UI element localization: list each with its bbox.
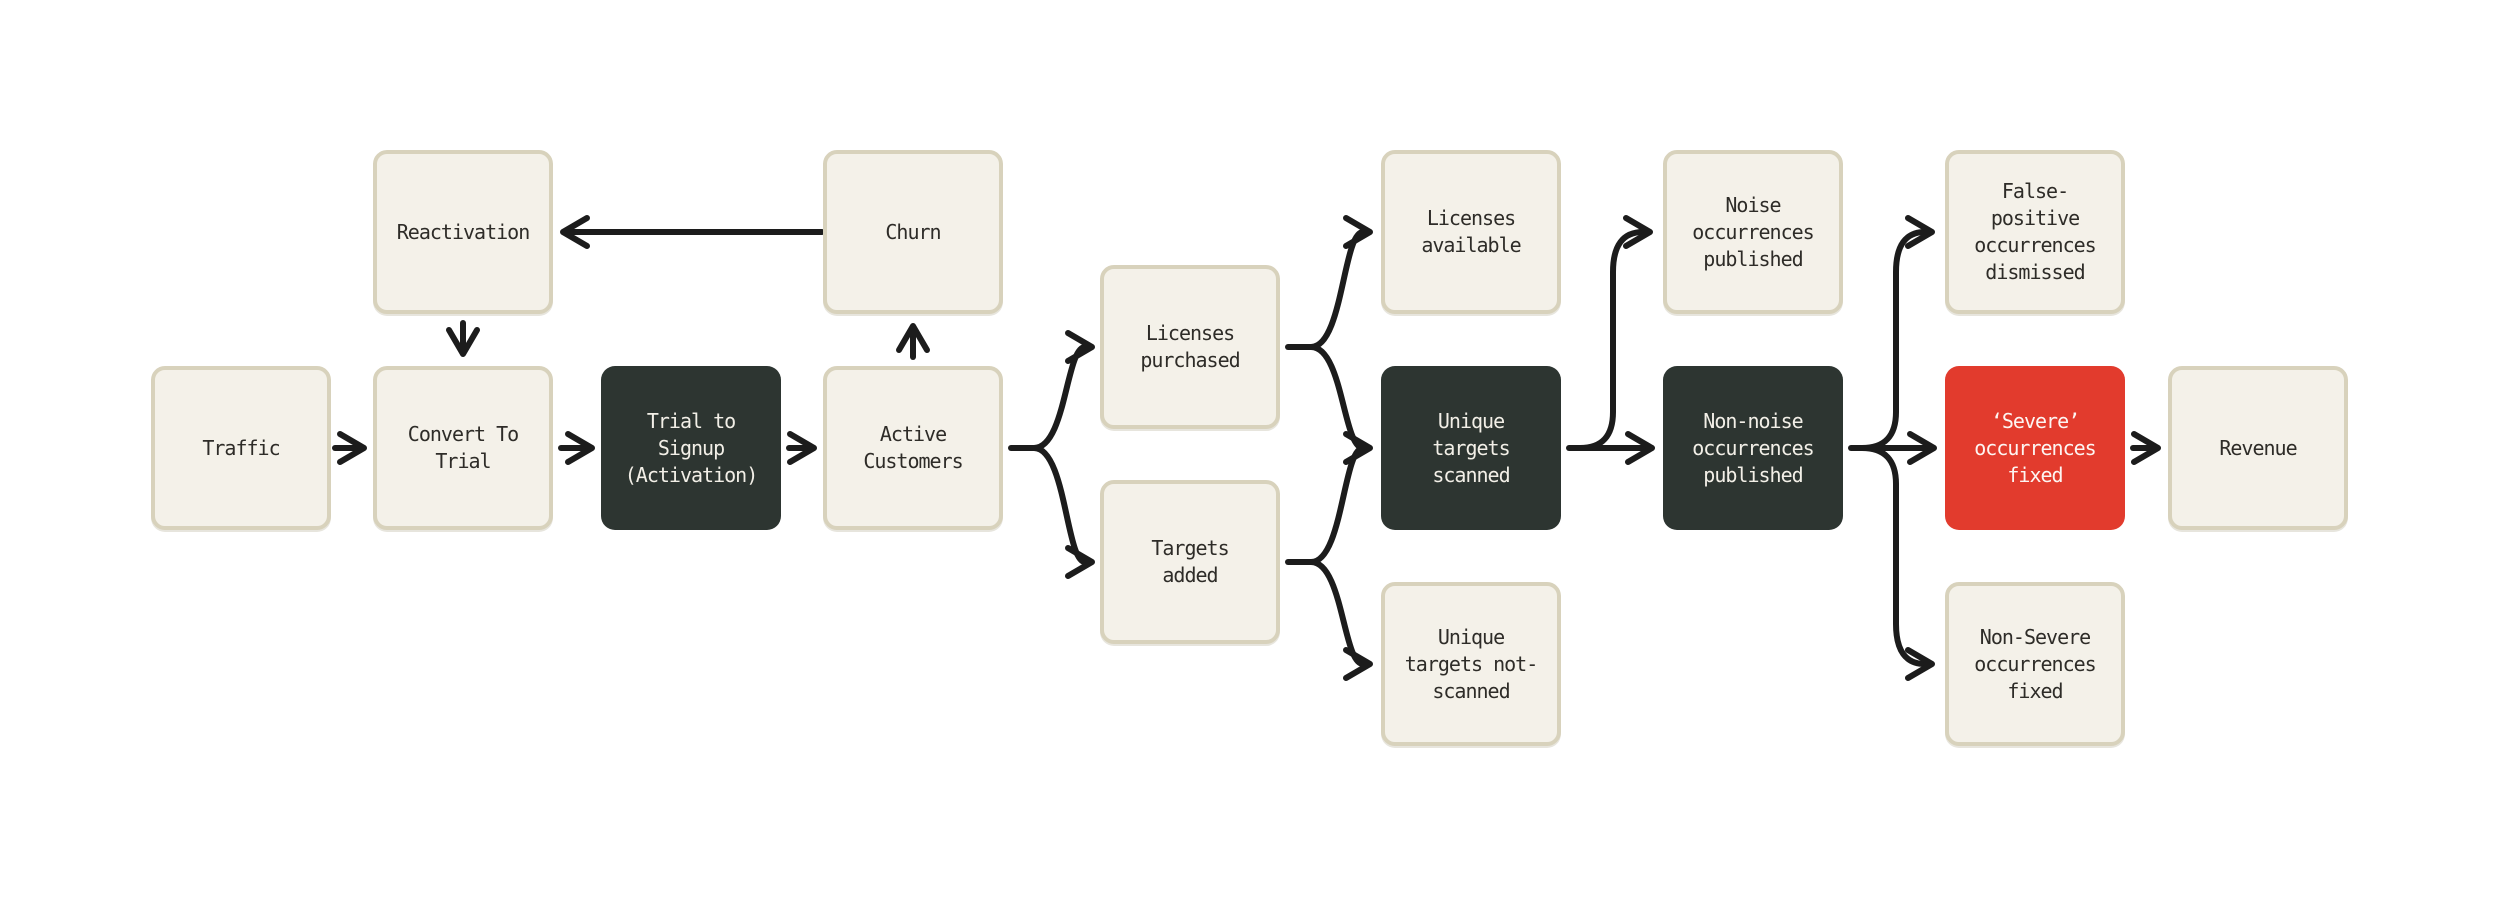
node-trial-to-signup-activation: Trial to Signup (Activation): [601, 366, 781, 530]
node-licenses-purchased: Licenses purchased: [1100, 265, 1280, 429]
node-false-positive-occurrences-dismissed: False- positive occurrences dismissed: [1945, 150, 2125, 314]
node-non-noise-occurrences-published: Non-noise occurrences published: [1663, 366, 1843, 530]
node-traffic: Traffic: [151, 366, 331, 530]
node-licenses-available: Licenses available: [1381, 150, 1561, 314]
node-targets-added: Targets added: [1100, 480, 1280, 644]
node-unique-targets-not-scanned: Unique targets not- scanned: [1381, 582, 1561, 746]
node-revenue: Revenue: [2168, 366, 2348, 530]
node-non-severe-occurrences-fixed: Non-Severe occurrences fixed: [1945, 582, 2125, 746]
node-unique-targets-scanned: Unique targets scanned: [1381, 366, 1561, 530]
node-severe-occurrences-fixed: ‘Severe’ occurrences fixed: [1945, 366, 2125, 530]
node-active-customers: Active Customers: [823, 366, 1003, 530]
node-churn: Churn: [823, 150, 1003, 314]
node-convert-to-trial: Convert To Trial: [373, 366, 553, 530]
node-reactivation: Reactivation: [373, 150, 553, 314]
node-noise-occurrences-published: Noise occurrences published: [1663, 150, 1843, 314]
